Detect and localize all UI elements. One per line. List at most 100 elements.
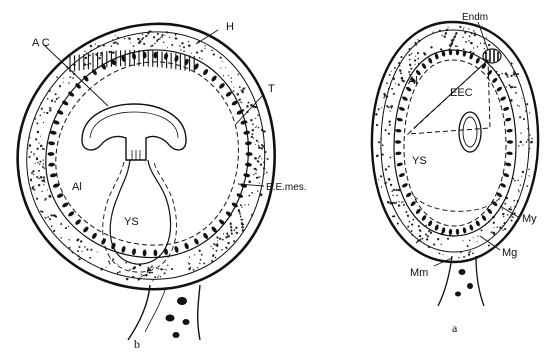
cell-nucleus — [184, 242, 190, 250]
cell-nucleus — [401, 182, 408, 188]
stipple-dot — [63, 82, 64, 83]
stipple-dot — [154, 276, 156, 278]
stipple-dot — [523, 172, 525, 174]
stipple-dot — [414, 59, 416, 61]
stipple-dot — [241, 223, 244, 226]
stipple-dot — [151, 265, 153, 267]
stipple-dot — [378, 179, 379, 180]
stipple-dot — [40, 136, 41, 137]
stipple-dot — [255, 173, 257, 175]
stipple-dot — [201, 50, 203, 52]
stipple-dot — [439, 253, 441, 255]
cell-nucleus — [243, 173, 250, 178]
stipple-dot — [86, 248, 88, 250]
stipple-dot — [388, 88, 390, 90]
stipple-dot — [220, 57, 222, 59]
stipple-dot — [157, 38, 159, 40]
stipple-dot — [167, 278, 168, 279]
stipple-dot — [409, 64, 411, 66]
stipple-dot — [263, 168, 265, 170]
stipple-dot — [505, 72, 508, 75]
stipple-dot — [472, 253, 474, 255]
stipple-dot — [78, 258, 80, 260]
stipple-dot — [225, 236, 227, 238]
stipple-dot — [388, 120, 390, 122]
stipple-dot — [375, 113, 377, 115]
stipple-dot — [119, 271, 121, 273]
stipple-dot — [233, 90, 235, 92]
stipple-dot — [255, 127, 256, 128]
stipple-dot — [196, 51, 198, 53]
stipple-dot — [400, 72, 402, 74]
stipple-dot — [86, 52, 87, 53]
stipple-dot — [412, 234, 414, 236]
stipple-dot — [39, 114, 41, 116]
cell-nucleus — [82, 226, 89, 234]
stipple-dot — [245, 87, 246, 88]
cell-nucleus — [50, 173, 57, 178]
stipple-dot — [527, 139, 529, 141]
stipple-dot — [480, 42, 481, 43]
stipple-dot — [60, 223, 62, 225]
stipple-dot — [440, 48, 442, 50]
stipple-dot — [109, 51, 111, 53]
stipple-dot — [514, 206, 516, 208]
stipple-dot — [43, 179, 45, 181]
stipple-dot — [261, 158, 262, 159]
stipple-dot — [510, 75, 512, 77]
stipple-dot — [49, 218, 51, 220]
cell-nucleus — [475, 220, 481, 227]
stipple-dot — [44, 199, 46, 201]
stipple-dot — [72, 252, 74, 254]
stipple-dot — [526, 185, 528, 187]
stipple-dot — [231, 77, 232, 78]
stipple-dot — [132, 267, 134, 269]
cell-nucleus — [395, 140, 401, 143]
stipple-dot — [199, 263, 200, 264]
stipple-dot — [143, 275, 144, 276]
stipple-dot — [47, 216, 49, 218]
stipple-dot — [390, 184, 392, 186]
stipple-dot — [399, 70, 401, 72]
stipple-dot — [248, 102, 250, 104]
stipple-dot — [519, 116, 521, 118]
stipple-dot — [100, 55, 101, 56]
stipple-dot — [146, 35, 148, 37]
stipple-dot — [477, 241, 478, 242]
stipple-dot — [213, 254, 215, 256]
stipple-dot — [411, 224, 413, 226]
stipple-dot — [527, 128, 529, 130]
stipple-dot — [56, 76, 58, 78]
stipple-dot — [225, 67, 226, 68]
stipple-dot — [117, 264, 118, 265]
stipple-dot — [40, 161, 42, 163]
stipple-dot — [458, 257, 459, 258]
label-eec: EEC — [450, 87, 473, 99]
stipple-dot — [142, 34, 143, 35]
stipple-dot — [251, 192, 253, 194]
stipple-dot — [418, 225, 420, 227]
stipple-dot — [409, 59, 411, 61]
stipple-dot — [511, 86, 513, 88]
figure-a-stalk-cells — [455, 269, 473, 297]
stipple-dot — [215, 257, 217, 259]
stipple-dot — [419, 235, 421, 237]
cell-nucleus — [415, 208, 422, 215]
stipple-dot — [46, 112, 48, 114]
stipple-dot — [522, 98, 523, 99]
stipple-dot — [260, 163, 262, 165]
figure-b-wall-stipple — [28, 30, 269, 281]
stipple-dot — [378, 108, 380, 110]
stipple-dot — [42, 159, 43, 160]
stipple-dot — [65, 227, 67, 229]
stipple-dot — [262, 145, 264, 147]
stipple-dot — [520, 133, 521, 134]
cell-nucleus — [164, 53, 169, 60]
stipple-dot — [395, 202, 397, 204]
stipple-dot — [108, 261, 110, 263]
stipple-dot — [423, 52, 425, 54]
stipple-dot — [158, 275, 159, 276]
stipple-dot — [389, 74, 391, 76]
stipple-dot — [50, 214, 52, 216]
stipple-dot — [517, 200, 519, 202]
